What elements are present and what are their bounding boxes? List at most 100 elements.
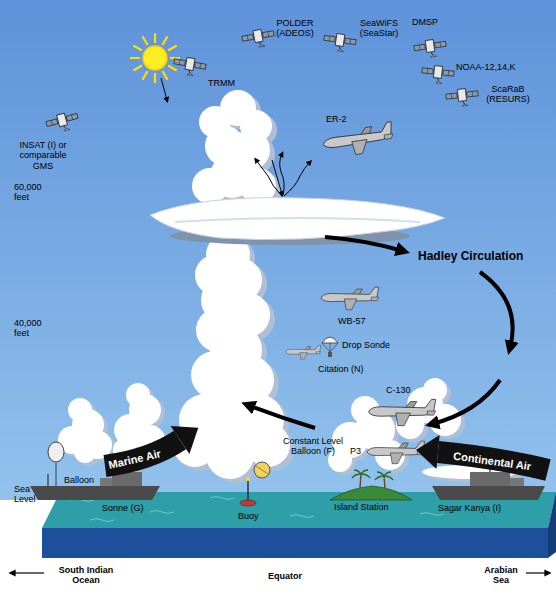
air-flow-label: Continental Air (452, 449, 532, 473)
sun (130, 33, 180, 100)
satellite-label: INSAT (I) or comparable GMS (8, 140, 78, 171)
region-label: South Indian Ocean (48, 565, 124, 586)
cumulonimbus-tower (175, 218, 420, 222)
aircraft (367, 441, 425, 464)
instrument-label: Constant Level Balloon (F) (278, 436, 348, 457)
label-slot: Balloon (64, 475, 94, 485)
small-clouds (58, 378, 536, 482)
ship-label: Sonne (G) (102, 503, 144, 513)
constant-level-balloon (254, 462, 270, 478)
hadley-arrows (248, 405, 315, 428)
altitude-label: Sea Level (14, 484, 44, 505)
hadley-arrows (248, 237, 513, 428)
satellites (421, 64, 455, 84)
radiation-arrows (272, 160, 282, 194)
island (330, 486, 412, 500)
label-slot: DMSP (412, 17, 438, 27)
ship-sonne (100, 478, 112, 486)
cumulonimbus-tower (173, 90, 290, 479)
radiation-arrows (256, 160, 282, 196)
satellites (445, 87, 479, 107)
label-slot: C-130 (386, 385, 411, 395)
satellites (323, 32, 357, 53)
label-slot: P3 (350, 446, 361, 456)
satellite-label: ScaRaB (RESURS) (480, 84, 536, 105)
air-flow-bands (416, 435, 440, 469)
ship-sagar-kanya (470, 472, 510, 486)
sun (161, 78, 167, 100)
buoy (246, 477, 250, 481)
constant-level-balloon (254, 462, 270, 478)
altitude-label: 60,000 feet (14, 182, 48, 203)
sea (548, 492, 556, 558)
ship-sonne (47, 474, 48, 486)
circulation-label: Hadley Circulation (418, 250, 523, 264)
direction-arrows (12, 572, 44, 573)
aircraft-label: Citation (N) (318, 364, 364, 374)
satellite-label: SeaWiFS (SeaStar) (354, 18, 404, 39)
label-slot: INSAT (I) or comparable GMS (8, 140, 78, 171)
satellites (241, 27, 275, 49)
drop-sonde (322, 343, 338, 352)
hadley-arrows (432, 380, 500, 424)
aircraft (286, 122, 436, 464)
label-slot: 40,000 feet (14, 318, 48, 339)
ship-sonne (30, 486, 160, 500)
weather-balloon (48, 442, 64, 488)
aircraft (321, 287, 379, 310)
label-slot: Citation (N) (318, 364, 364, 374)
satellites (45, 110, 80, 135)
station-label: Island Station (334, 502, 389, 512)
ship-sagar-kanya (432, 486, 545, 500)
instrument-label: Balloon (64, 475, 94, 485)
label-slot: South Indian Ocean (48, 565, 124, 586)
constant-level-balloon (256, 466, 268, 474)
ship-sagar-kanya (510, 478, 524, 486)
region-label: Equator (255, 571, 315, 581)
label-slot: 60,000 feet (14, 182, 48, 203)
aircraft-label: WB-57 (338, 316, 366, 326)
cumulonimbus-tower (150, 90, 445, 483)
label-slot: Continental Air (452, 449, 532, 473)
air-flow-bands (171, 426, 199, 454)
aircraft (286, 345, 321, 359)
label-slot: Arabian Sea (478, 565, 524, 586)
buoy (240, 500, 256, 506)
drop-sonde (328, 352, 332, 357)
satellite-label: DMSP (412, 17, 438, 27)
air-flow-label: Marine Air (107, 447, 162, 471)
label-slot: SeaWiFS (SeaStar) (354, 18, 404, 39)
region-label: Arabian Sea (478, 565, 524, 586)
satellite-label: TRMM (208, 78, 235, 88)
drop-sonde (322, 337, 338, 343)
label-slot: WB-57 (338, 316, 366, 326)
label-slot: Marine Air (107, 447, 162, 471)
satellites (413, 38, 447, 59)
radiation-arrows (256, 154, 310, 196)
sun (130, 33, 180, 83)
label-slot: Island Station (334, 502, 389, 512)
instrument-label: Drop Sonde (342, 340, 390, 350)
sea (70, 497, 524, 522)
satellite-label: NOAA-12,14,K (456, 62, 516, 72)
drop-sonde (322, 337, 338, 357)
altitude-label: 40,000 feet (14, 318, 48, 339)
sea (42, 492, 556, 558)
label-slot: ScaRaB (RESURS) (480, 84, 536, 105)
label-slot: Sagar Kanya (I) (438, 503, 501, 513)
label-slot: TRMM (208, 78, 235, 88)
radiation-arrows (284, 162, 310, 196)
label-slot: Drop Sonde (342, 340, 390, 350)
label-slot: ER-2 (326, 114, 347, 124)
instrument-label: Buoy (238, 511, 259, 521)
aircraft-label: ER-2 (326, 114, 347, 124)
direction-arrows (526, 572, 548, 573)
label-slot: Buoy (238, 511, 259, 521)
ship-label: Sagar Kanya (I) (438, 503, 501, 513)
label-slot: Hadley Circulation (418, 250, 523, 264)
aircraft (321, 122, 395, 159)
label-slot: Equator (255, 571, 315, 581)
island (352, 470, 393, 480)
hadley-arrows (480, 272, 513, 348)
